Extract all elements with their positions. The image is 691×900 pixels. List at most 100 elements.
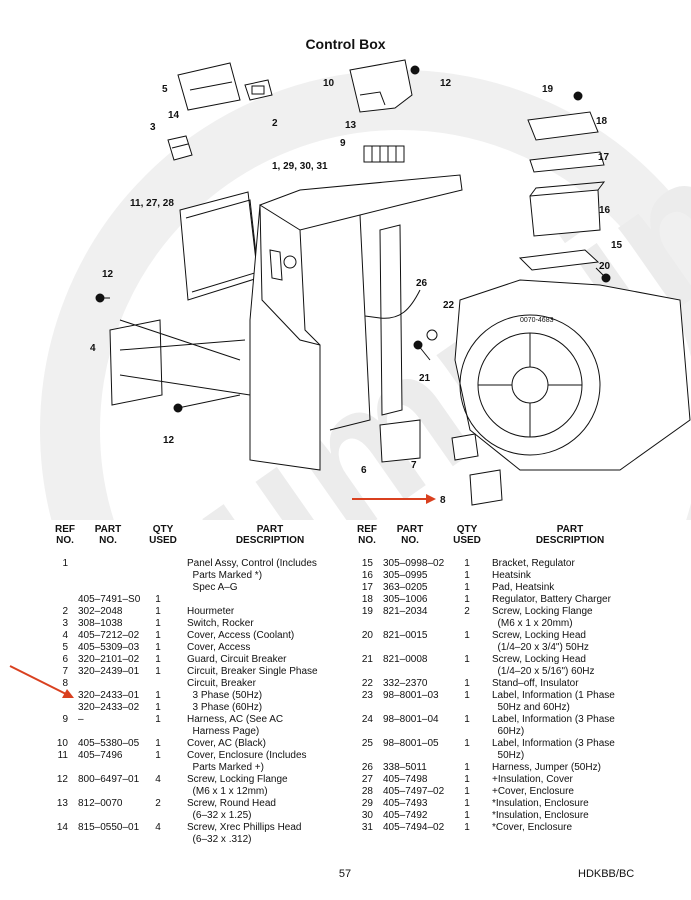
part-no: 405–7493 bbox=[383, 798, 428, 809]
part-no: 405–5380–05 bbox=[78, 738, 140, 749]
callout-18: 18 bbox=[596, 116, 608, 127]
part-no: – bbox=[78, 714, 84, 725]
qty-used: 2 bbox=[464, 606, 470, 617]
part-no: 405–7212–02 bbox=[78, 630, 140, 641]
part-description: Screw, Locking Flange bbox=[187, 774, 288, 785]
qty-used: 1 bbox=[155, 618, 161, 629]
part-description: *Insulation, Enclosure bbox=[492, 798, 589, 809]
qty-used: 1 bbox=[464, 558, 470, 569]
callout-12b: 12 bbox=[102, 269, 114, 280]
qty-used: 1 bbox=[464, 774, 470, 785]
callout-4: 4 bbox=[90, 343, 96, 354]
part-description: Screw, Locking Head bbox=[492, 654, 586, 665]
part-description: Screw, Locking Flange bbox=[492, 606, 593, 617]
part-no: 800–6497–01 bbox=[78, 774, 140, 785]
engine-label: 0070-4683 bbox=[520, 317, 554, 324]
part-description: 50Hz) bbox=[492, 750, 525, 761]
ref-no: 10 bbox=[56, 738, 68, 749]
qty-used: 1 bbox=[464, 798, 470, 809]
qty-used: 4 bbox=[155, 822, 161, 833]
header-part-left: PART NO. bbox=[94, 524, 122, 546]
ref-no: 21 bbox=[361, 654, 373, 665]
part-no: 815–0550–01 bbox=[78, 822, 140, 833]
qty-used: 1 bbox=[464, 570, 470, 581]
part-description: Parts Marked *) bbox=[187, 570, 263, 581]
part-description: 3 Phase (60Hz) bbox=[187, 702, 263, 713]
qty-used: 1 bbox=[155, 594, 161, 605]
qty-used: 1 bbox=[464, 678, 470, 689]
part-description: Label, Information (3 Phase bbox=[492, 714, 615, 725]
part-description: Label, Information (1 Phase bbox=[492, 690, 615, 701]
callout-7: 7 bbox=[411, 460, 417, 471]
part-description: Label, Information (3 Phase bbox=[492, 738, 615, 749]
ref-no: 18 bbox=[361, 594, 373, 605]
part-description: +Insulation, Cover bbox=[492, 774, 573, 785]
part-no: 821–0015 bbox=[383, 630, 428, 641]
ref-no: 9 bbox=[62, 714, 68, 725]
callout-13: 13 bbox=[345, 120, 357, 131]
header-desc-right: PART DESCRIPTION bbox=[535, 524, 605, 546]
callout-1-29-30-31: 1, 29, 30, 31 bbox=[272, 161, 328, 172]
ref-no: 3 bbox=[62, 618, 68, 629]
part-description: Pad, Heatsink bbox=[492, 582, 555, 593]
part-no: 305–0995 bbox=[383, 570, 428, 581]
part-description: Regulator, Battery Charger bbox=[492, 594, 611, 605]
ref-no: 24 bbox=[361, 714, 373, 725]
part-no: 98–8001–04 bbox=[383, 714, 439, 725]
callout-11-27-28: 11, 27, 28 bbox=[130, 198, 174, 209]
ref-no: 28 bbox=[361, 786, 373, 797]
part-description: (1/4–20 x 5/16") 60Hz bbox=[492, 666, 595, 677]
exploded-parts-diagram: Cummins ® bbox=[40, 55, 691, 520]
part-description: Spec A–G bbox=[187, 582, 238, 593]
callout-19: 19 bbox=[542, 84, 554, 95]
line-art bbox=[95, 59, 691, 506]
part-description: Guard, Circuit Breaker bbox=[187, 654, 287, 665]
qty-used: 1 bbox=[464, 738, 470, 749]
part-description: Cover, Access bbox=[187, 642, 251, 653]
part-description: 50Hz and 60Hz) bbox=[492, 702, 570, 713]
part-no: 812–0070 bbox=[78, 798, 123, 809]
part-description: 60Hz) bbox=[492, 726, 525, 737]
part-description: Harness Page) bbox=[187, 726, 260, 737]
part-description: Panel Assy, Control (Includes bbox=[187, 558, 317, 569]
part-no: 320–2433–01 bbox=[78, 690, 140, 701]
part-description: Circuit, Breaker Single Phase bbox=[187, 666, 318, 677]
part-description: Cover, Enclosure (Includes bbox=[187, 750, 307, 761]
ref-no: 26 bbox=[361, 762, 373, 773]
ref-no: 2 bbox=[62, 606, 68, 617]
callout-12c: 12 bbox=[163, 435, 175, 446]
qty-used: 1 bbox=[155, 702, 161, 713]
callout-2: 2 bbox=[272, 118, 278, 129]
page-title: Control Box bbox=[305, 36, 386, 52]
ref-no: 20 bbox=[361, 630, 373, 641]
part-no: 305–1006 bbox=[383, 594, 428, 605]
callout-20: 20 bbox=[599, 261, 611, 272]
qty-used: 1 bbox=[155, 738, 161, 749]
ref-no: 23 bbox=[361, 690, 373, 701]
qty-used: 1 bbox=[155, 642, 161, 653]
ref-no: 17 bbox=[361, 582, 373, 593]
part-no: 405–5309–03 bbox=[78, 642, 140, 653]
part-description: (M6 x 1 x 20mm) bbox=[492, 618, 573, 629]
ref-no: 29 bbox=[361, 798, 373, 809]
ref-no: 14 bbox=[56, 822, 68, 833]
part-no: 405–7497–02 bbox=[383, 786, 445, 797]
qty-used: 2 bbox=[155, 798, 161, 809]
part-description: Screw, Locking Head bbox=[492, 630, 586, 641]
part-description: 3 Phase (50Hz) bbox=[187, 690, 263, 701]
part-description: (6–32 x .312) bbox=[187, 834, 252, 845]
part-description: (1/4–20 x 3/4") 50Hz bbox=[492, 642, 589, 653]
callout-26: 26 bbox=[416, 278, 428, 289]
callout-3: 3 bbox=[150, 122, 156, 133]
part-no: 363–0205 bbox=[383, 582, 428, 593]
part-no: 98–8001–05 bbox=[383, 738, 439, 749]
part-description: Hourmeter bbox=[187, 606, 235, 617]
callout-17: 17 bbox=[598, 152, 610, 163]
qty-used: 1 bbox=[464, 714, 470, 725]
qty-used: 1 bbox=[464, 594, 470, 605]
callout-14: 14 bbox=[168, 110, 180, 121]
part-description: Harness, AC (See AC bbox=[187, 714, 284, 725]
qty-used: 1 bbox=[464, 582, 470, 593]
ref-no: 30 bbox=[361, 810, 373, 821]
